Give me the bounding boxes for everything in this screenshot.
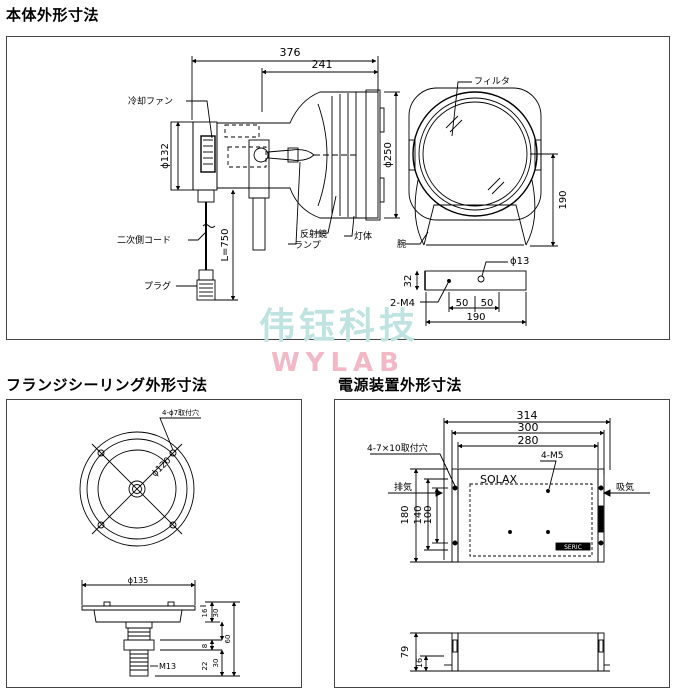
label-m4-holes: 2-M4: [390, 298, 415, 309]
label-maker: SERIC: [564, 544, 582, 551]
dim-length-241: 241: [312, 58, 333, 71]
label-exhaust: 排気: [394, 481, 412, 493]
dim-power-300: 300: [518, 421, 539, 434]
power-section-title: 電源装置外形寸法: [338, 376, 463, 394]
dim-power-314: 314: [517, 409, 538, 422]
label-reflector: 反射鏡: [300, 228, 327, 240]
dim-flange-30a: 30: [212, 609, 220, 618]
dim-flange-pcd: ϕ120: [150, 456, 174, 480]
flange-section-title: フランジシーリング外形寸法: [6, 376, 208, 394]
power-side-view: [410, 632, 610, 672]
label-lamp-body: 灯体: [354, 230, 372, 242]
dim-cord-length: L=750: [220, 228, 231, 261]
dim-power-16: 16: [415, 658, 424, 668]
dim-flange-60: 60: [224, 635, 232, 644]
dim-base-32: 32: [403, 275, 414, 288]
power-top-view: [370, 418, 650, 563]
body-panel: [6, 36, 670, 340]
dim-base-50a: 50: [456, 298, 469, 309]
label-mounting-slots: 4-7×10取付穴: [367, 442, 428, 454]
label-m5-holes: 4-M5: [541, 451, 563, 461]
dim-power-100: 100: [423, 505, 434, 524]
dim-flange-thread: M13: [159, 662, 176, 671]
label-secondary-cord: 二次側コード: [117, 234, 171, 246]
label-intake: 吸気: [616, 481, 634, 493]
dim-power-79: 79: [400, 646, 411, 659]
dim-power-140: 140: [413, 505, 424, 524]
dim-flange-holes: 4-ϕ7取付穴: [162, 408, 199, 417]
dim-base-50b: 50: [481, 298, 494, 309]
label-plug: プラグ: [144, 280, 171, 292]
label-filter: フィルタ: [474, 76, 510, 87]
dim-height-190: 190: [558, 190, 569, 209]
flange-side-view: [81, 580, 240, 677]
label-lamp: ランプ: [294, 240, 321, 251]
label-brand: SOLAX: [480, 473, 518, 486]
label-cooling-fan: 冷却ファン: [128, 95, 173, 107]
dim-flange-8: 8: [201, 644, 209, 648]
dim-diameter-132: ϕ132: [160, 143, 171, 169]
dim-power-280: 280: [518, 434, 539, 447]
base-plate-view: [414, 261, 527, 326]
body-side-view: [170, 56, 400, 301]
dim-diameter-250: ϕ250: [383, 142, 394, 168]
dim-flange-22: 22: [201, 662, 209, 671]
label-arm: 腕: [397, 238, 406, 250]
dim-power-180: 180: [400, 505, 411, 524]
watermark-cn: 伟钰科技: [259, 306, 419, 347]
dim-base-190: 190: [466, 312, 485, 323]
dim-diameter-13: ϕ13: [510, 256, 529, 267]
dim-flange-135: ϕ135: [128, 576, 149, 585]
dim-flange-30b: 30: [212, 659, 220, 668]
body-section-title: 本体外形寸法: [6, 6, 100, 24]
flange-top-view: [79, 417, 201, 547]
dim-flange-16: 16: [201, 608, 209, 617]
watermark-en: WYLAB: [271, 348, 405, 378]
dim-overall-length: 376: [280, 46, 301, 59]
body-front-view: [405, 81, 558, 247]
